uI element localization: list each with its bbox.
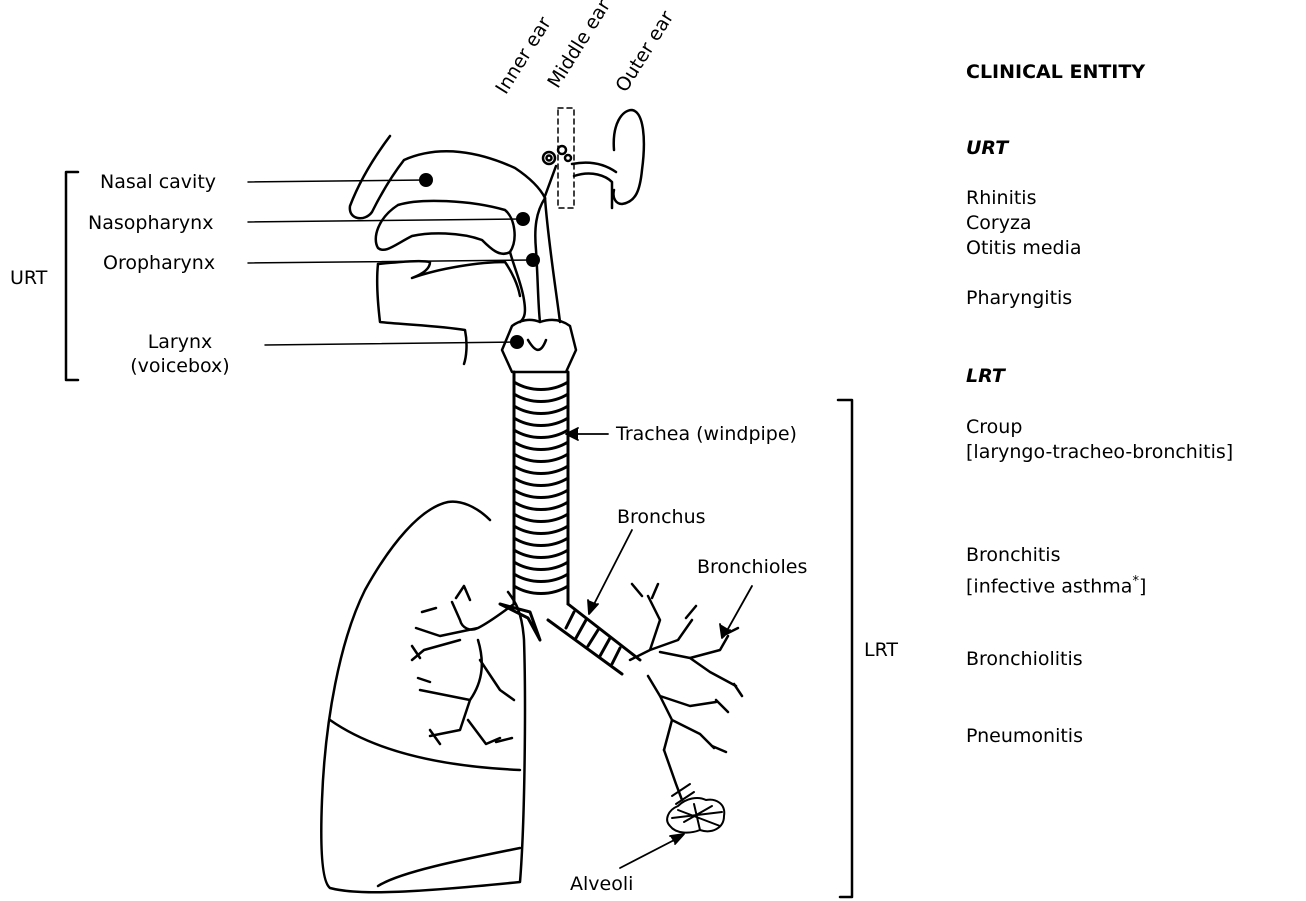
trachea-rings <box>514 372 568 604</box>
rhinitis-label: Rhinitis <box>966 186 1036 210</box>
right-bronchus <box>548 604 640 674</box>
pneumonitis-label: Pneumonitis <box>966 724 1083 748</box>
clinical-lrt-heading: LRT <box>966 364 1005 388</box>
lrt-bracket <box>838 400 852 897</box>
left-bronchial-tree <box>412 586 540 744</box>
croup-sub-label: [laryngo-tracheo-bronchitis] <box>966 440 1233 464</box>
lrt-bracket-label: LRT <box>864 638 898 662</box>
oropharynx-label: Oropharynx <box>103 251 215 275</box>
alveoli-label: Alveoli <box>570 872 633 896</box>
ear-drawing <box>543 108 644 208</box>
bronchitis-sub-label: [infective asthma*] <box>966 570 1146 598</box>
otitis-media-label: Otitis media <box>966 236 1082 260</box>
head-outline <box>350 136 545 364</box>
clinical-entity-heading: CLINICAL ENTITY <box>966 60 1145 84</box>
croup-label: Croup <box>966 415 1022 439</box>
nasal-cavity-label: Nasal cavity <box>100 170 216 194</box>
bronchitis-label: Bronchitis <box>966 543 1061 567</box>
bracket-close: ] <box>1139 575 1146 597</box>
clinical-urt-heading: URT <box>966 136 1008 160</box>
larynx-label-line1: Larynx <box>112 330 248 354</box>
bronchus-label: Bronchus <box>617 505 706 529</box>
trachea-label: Trachea (windpipe) <box>616 422 797 446</box>
right-bronchial-tree <box>630 584 742 804</box>
urt-bracket <box>66 172 78 380</box>
coryza-label: Coryza <box>966 211 1032 235</box>
pharyngitis-label: Pharyngitis <box>966 286 1072 310</box>
bronchitis-sub-text: [infective asthma <box>966 575 1132 597</box>
bronchiolitis-label: Bronchiolitis <box>966 647 1083 671</box>
nasopharynx-label: Nasopharynx <box>88 211 213 235</box>
urt-bracket-label: URT <box>10 266 47 290</box>
larynx-label: Larynx (voicebox) <box>112 330 248 378</box>
larynx-label-line2: (voicebox) <box>112 354 248 378</box>
lung-drawing <box>321 502 525 893</box>
bronchioles-label: Bronchioles <box>697 555 807 579</box>
